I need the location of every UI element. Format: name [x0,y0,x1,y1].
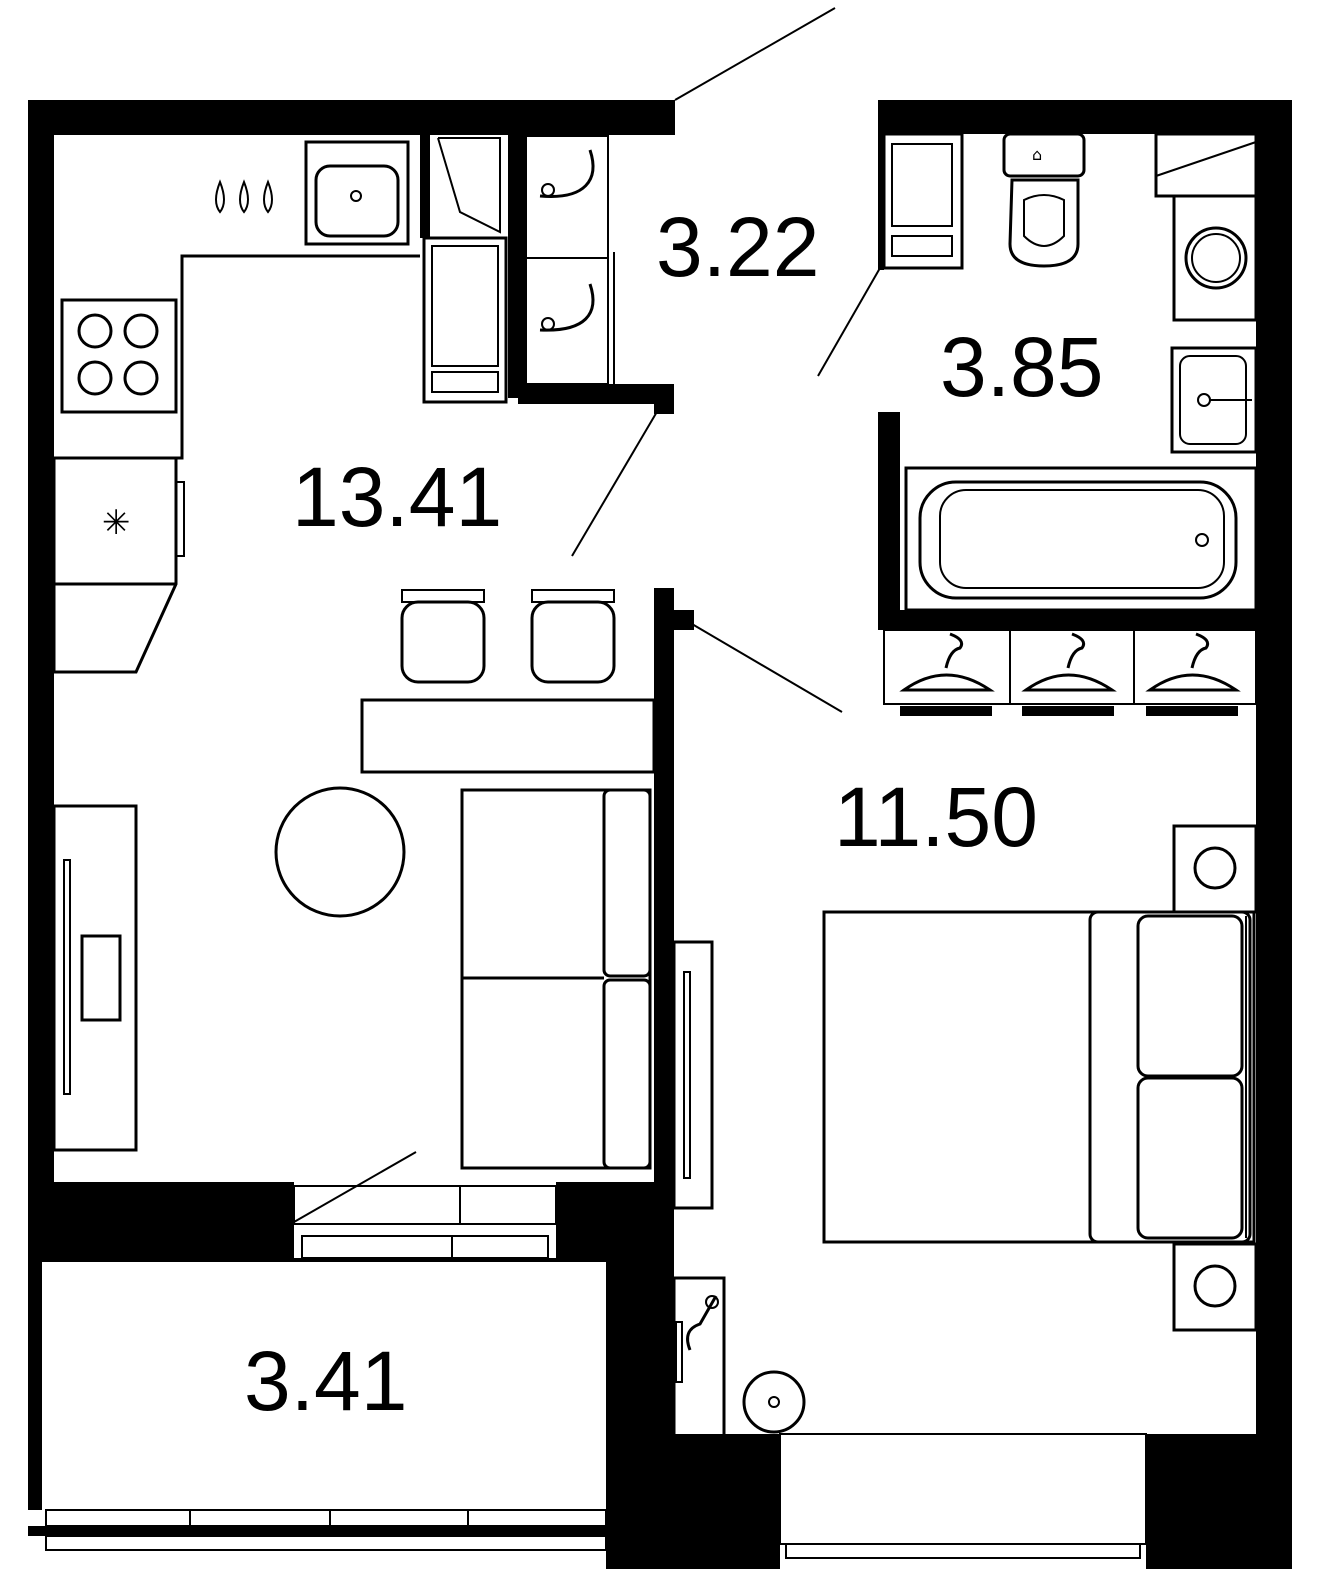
washing-machine-icon [882,132,964,270]
hanger-wardrobe-icon [883,629,1257,716]
water-drops-icon [215,179,273,214]
kitchen-living-area-label: 13.41 [292,450,502,544]
svg-text:✳: ✳ [102,503,131,543]
wardrobe-icon [525,135,615,385]
sofa-icon [460,788,652,1170]
dishwasher-icon [422,137,508,404]
bar-counter-icon [360,698,656,774]
windows [28,1185,1147,1559]
bathtub-icon [904,466,1258,612]
stove-icon [60,298,178,414]
sink-icon [1170,346,1258,454]
boiler-icon [1154,132,1258,322]
bedroom-area-label: 11.50 [834,770,1038,864]
round-ottoman-icon [742,1370,806,1434]
svg-text:⌂: ⌂ [1032,145,1042,164]
nightstand-bottom-icon [1172,1242,1258,1332]
dresser-icon [672,1276,726,1446]
fridge-icon: ✳ [52,456,185,674]
balcony-area-label: 3.41 [244,1334,408,1428]
walls [28,100,1292,1569]
bed-icon [822,910,1256,1244]
round-table-icon [274,786,406,918]
bedroom-tv-stand-icon [672,940,714,1210]
tv-stand-icon [52,804,138,1152]
bar-stools-icon [400,589,616,684]
bathroom-area-label: 3.85 [940,320,1104,414]
hall-area-label: 3.22 [656,200,820,294]
toilet-icon: ⌂ [1002,132,1086,268]
nightstand-top-icon [1172,824,1258,914]
